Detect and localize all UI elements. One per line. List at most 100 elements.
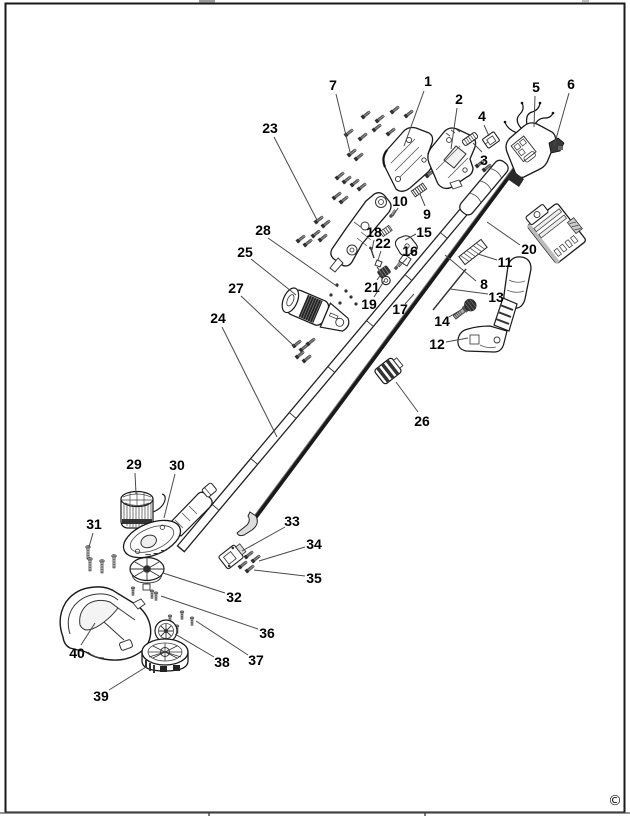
leader-line-31 — [88, 532, 94, 548]
leader-line-38 — [174, 633, 215, 658]
leader-line-36 — [160, 595, 259, 630]
part-30-gear-housing — [122, 482, 217, 559]
leader-line-33 — [241, 526, 286, 552]
callout-9: 9 — [423, 206, 431, 222]
callout-12: 12 — [429, 336, 445, 352]
callout-40: 40 — [69, 645, 85, 661]
callout-2: 2 — [455, 91, 463, 107]
leader-line-9 — [419, 193, 426, 207]
wires — [504, 102, 554, 134]
part-13-rod — [432, 268, 467, 311]
callout-34: 34 — [306, 536, 322, 552]
part-26-coupler — [374, 357, 404, 385]
callout-7: 7 — [329, 77, 337, 93]
part-11-sleeve — [458, 238, 488, 266]
leader-line-29 — [134, 472, 137, 495]
leader-line-4 — [483, 124, 490, 137]
callout-19: 19 — [361, 296, 377, 312]
leader-line-15 — [404, 233, 417, 241]
part-33-bracket — [218, 543, 247, 570]
callout-8: 8 — [480, 276, 488, 292]
leader-line-21 — [376, 272, 383, 281]
part-22-clip — [374, 259, 383, 268]
part-14-clamp-bolt — [452, 298, 477, 320]
small-spring — [379, 224, 393, 238]
leader-line-39 — [108, 666, 147, 691]
drive-shaft-hook-end — [236, 511, 258, 537]
copyright-symbol: © — [608, 793, 622, 809]
callout-23: 23 — [262, 120, 278, 136]
callout-3: 3 — [480, 152, 488, 168]
callout-28: 28 — [255, 222, 271, 238]
leader-line-13 — [449, 288, 489, 295]
callout-33: 33 — [284, 513, 300, 529]
parts-layer — [59, 101, 586, 673]
leader-line-27 — [240, 295, 295, 347]
leader-lines — [80, 90, 570, 691]
callout-4: 4 — [478, 108, 486, 124]
callout-10: 10 — [392, 193, 408, 209]
leader-line-24 — [221, 326, 278, 438]
leader-line-2 — [450, 107, 458, 150]
part-12-aux-handle — [457, 256, 532, 353]
callout-31: 31 — [86, 516, 102, 532]
callout-37: 37 — [248, 652, 264, 668]
callout-18: 18 — [366, 224, 382, 240]
leader-line-14 — [448, 310, 460, 318]
leader-line-28 — [267, 237, 339, 288]
shaft-clamp — [506, 170, 524, 187]
motor-wire — [152, 493, 166, 513]
leader-line-35 — [253, 569, 306, 577]
leader-line-30 — [163, 473, 176, 519]
leader-line-18 — [371, 239, 375, 251]
leader-line-34 — [258, 546, 306, 562]
leader-line-22 — [377, 250, 382, 261]
leader-line-6 — [553, 92, 570, 147]
small-fastener-dots — [329, 283, 358, 306]
part-18-pin — [370, 248, 375, 259]
callout-14: 14 — [434, 313, 450, 329]
callout-6: 6 — [567, 76, 575, 92]
leader-line-8 — [444, 254, 477, 282]
part-9-spring — [410, 182, 428, 198]
leader-line-11 — [477, 253, 498, 261]
top-edge-notch-2 — [582, 0, 589, 3]
leader-line-5 — [533, 95, 536, 128]
leader-line-20 — [486, 221, 521, 246]
callout-22: 22 — [375, 235, 391, 251]
part-20-drive-shaft — [236, 126, 547, 537]
leader-line-12 — [445, 337, 469, 343]
callout-29: 29 — [126, 456, 142, 472]
callout-20: 20 — [521, 241, 537, 257]
callout-11: 11 — [498, 254, 513, 270]
leader-line-17 — [404, 293, 415, 305]
part-29-lower-motor — [120, 490, 166, 529]
leader-line-1 — [403, 90, 425, 147]
leader-line-26 — [395, 381, 419, 413]
leader-line-19 — [373, 280, 385, 298]
part-25-motor — [281, 287, 350, 332]
callout-21: 21 — [364, 279, 380, 295]
tube-clutch-housing — [459, 159, 509, 216]
callout-24: 24 — [210, 310, 226, 326]
leader-line-10 — [392, 207, 399, 217]
part-19-nut — [381, 275, 391, 286]
callout-16: 16 — [402, 243, 418, 259]
leader-line-16 — [398, 257, 408, 268]
leader-line-25 — [250, 258, 297, 296]
callout-32: 32 — [226, 589, 242, 605]
part-39-spool — [141, 638, 189, 673]
leader-line-37 — [195, 620, 249, 656]
leader-line-7 — [335, 93, 351, 153]
callout-17: 17 — [392, 301, 408, 317]
callout-26: 26 — [414, 413, 430, 429]
battery-pack — [525, 203, 586, 264]
part-1-housing-left — [382, 126, 434, 192]
leader-line-32 — [162, 572, 226, 594]
part-32-spool-housing — [129, 556, 165, 591]
part-24-boom-tube — [176, 159, 509, 553]
callout-36: 36 — [259, 625, 275, 641]
